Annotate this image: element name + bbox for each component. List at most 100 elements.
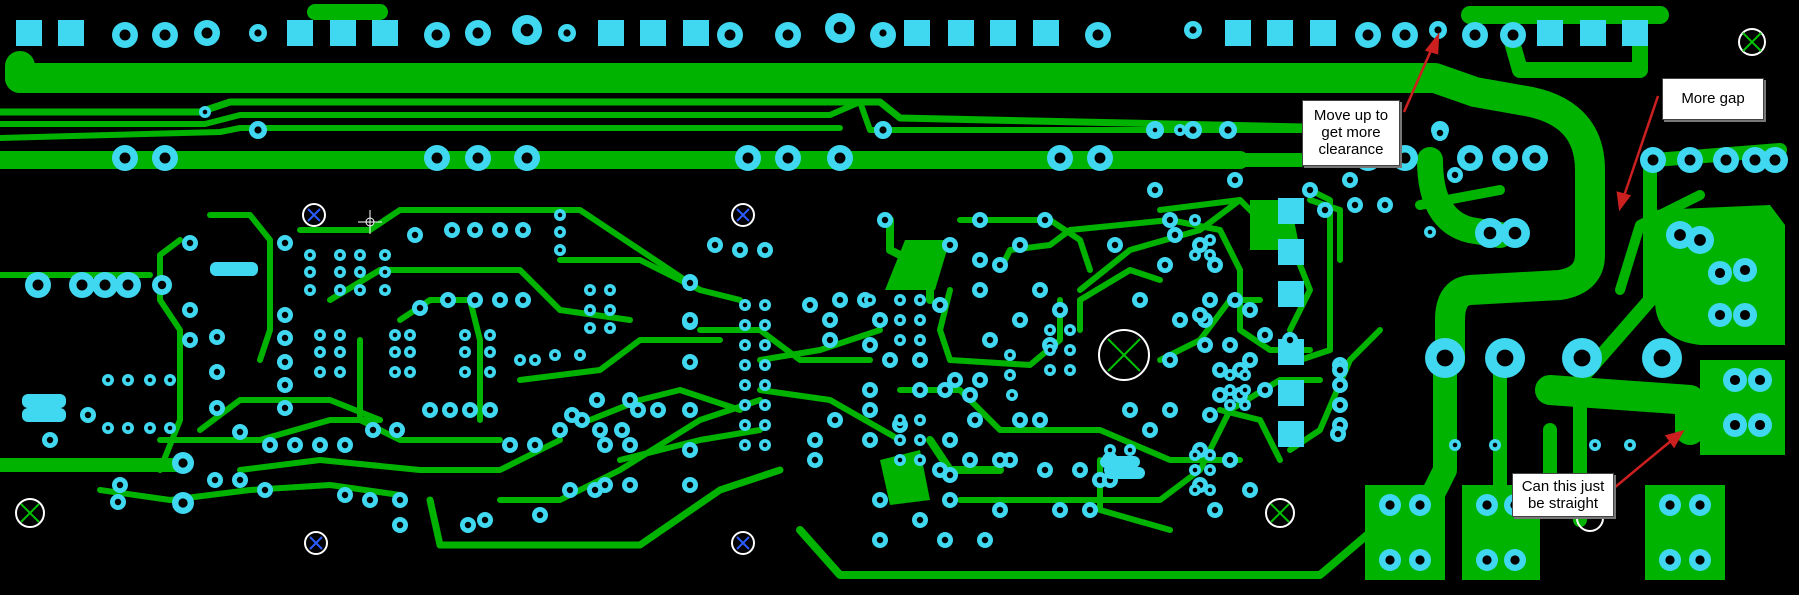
pad-drill-hole [811,436,819,444]
pad-drill-hole [946,436,954,444]
pad-drill-hole [471,226,479,234]
pad-drill-hole [552,352,558,358]
pad-drill-hole [281,239,289,247]
pad-drill-hole [654,406,662,414]
thin-rail-c [0,125,843,141]
pad-drill-hole [1714,309,1726,321]
pad-drill-hole [916,356,924,364]
pad-drill-hole [357,269,363,275]
pad-drill-hole [76,279,88,291]
pad-drill-hole [316,441,324,449]
pad-drill-hole [826,316,834,324]
pad-drill-hole [254,29,262,37]
pad-drill-hole [1482,555,1492,565]
pad-drill-hole [879,29,887,37]
pad-drill-hole [201,27,213,39]
pad-drill-hole [1508,226,1522,240]
pad-drill-hole [341,441,349,449]
pad-drill-hole [1161,261,1169,269]
pad-drill-hole [213,404,221,412]
pad-drill-hole [471,296,479,304]
pad-drill-hole [147,425,153,431]
right-cluster-e [1077,267,1163,333]
pad-drill-hole [866,406,874,414]
pad-drill-hole [866,341,874,349]
pad-drill-hole [1415,500,1425,510]
crosshair-cursor-icon [358,210,382,234]
pad-drill-hole [213,333,221,341]
pad-drill-hole [1321,206,1329,214]
pad-drill-hole [1226,341,1234,349]
pad-drill-hole [357,287,363,293]
pad-drill-hole [626,396,634,404]
pad-drill-hole [167,377,173,383]
bottom-trace-a [426,466,784,549]
pad-drill-hole [833,21,847,35]
pad-drill-hole [1242,372,1248,378]
pad-drill-hole [1016,241,1024,249]
pad-drill-hole [1665,500,1675,510]
crossed-circle-icon [1265,498,1295,528]
right-strap-a [1417,147,1513,248]
pad-drill-hole [596,426,604,434]
pad-drill-hole [826,336,834,344]
pad-drill-hole [578,416,586,424]
pad-drill-hole [462,332,468,338]
pad-drill-hole [897,297,903,303]
pad-drill-hole [1261,331,1269,339]
pad-drill-hole [213,368,221,376]
pad-drill-hole [686,279,694,287]
smd-pad [1100,456,1140,468]
pad-drill-hole [762,342,768,348]
pad-drill-hole [742,362,748,368]
pad-drill-hole [116,481,124,489]
pad-drill-hole [1739,309,1751,321]
pad-drill-hole [566,486,574,494]
annotation-arrows [1402,32,1685,489]
right-cluster-o [1287,327,1383,453]
crossed-circle-icon [15,498,45,528]
left-cluster-i [157,417,383,443]
pad-drill-hole [587,325,593,331]
pad-drill-hole [556,426,564,434]
pad-drill-hole [341,491,349,499]
right-cluster-l [1217,407,1283,463]
pad-drill-hole [976,286,984,294]
pad-drill-hole [686,446,694,454]
pad-drill-hole [981,536,989,544]
right-cluster-h [1077,197,1243,293]
pad-drill-hole [587,287,593,293]
pad-drill-hole [431,29,443,41]
pad-drill-hole [1047,367,1053,373]
smd-pad [210,262,258,276]
pad-drill-hole [593,396,601,404]
pad-drill-hole [976,256,984,264]
pad-drill-hole [1674,229,1686,241]
pad-drill-hole [1196,311,1204,319]
pad-drill-hole [1007,372,1013,378]
annotation-more-gap: More gap [1662,78,1764,120]
pad-drill-hole [762,442,768,448]
pad-drill-hole [724,29,736,41]
pad-drill-hole [1492,442,1498,448]
pad-drill-hole [1496,349,1514,367]
pad-drill-hole [281,381,289,389]
pad-drill-hole [577,352,583,358]
pad-drill-hole [1067,327,1073,333]
pad-drill-hole [291,441,299,449]
pad-drill-hole [396,521,404,529]
mid-link-e [617,427,763,463]
pad-drill-hole [99,279,111,291]
pad-drill-hole [936,301,944,309]
pad-drill-hole [1152,127,1158,133]
pad-drill-hole [742,302,748,308]
pad-drill-hole [742,442,748,448]
pad-drill-hole [1231,296,1239,304]
pad-drill-hole [897,457,903,463]
pad-drill-hole [382,287,388,293]
pad-drill-hole [782,152,794,164]
pad-drill-hole [811,456,819,464]
crossed-circle-icon [731,203,755,227]
pad-drill-hole [1166,356,1174,364]
pad-drill-hole [337,349,343,355]
